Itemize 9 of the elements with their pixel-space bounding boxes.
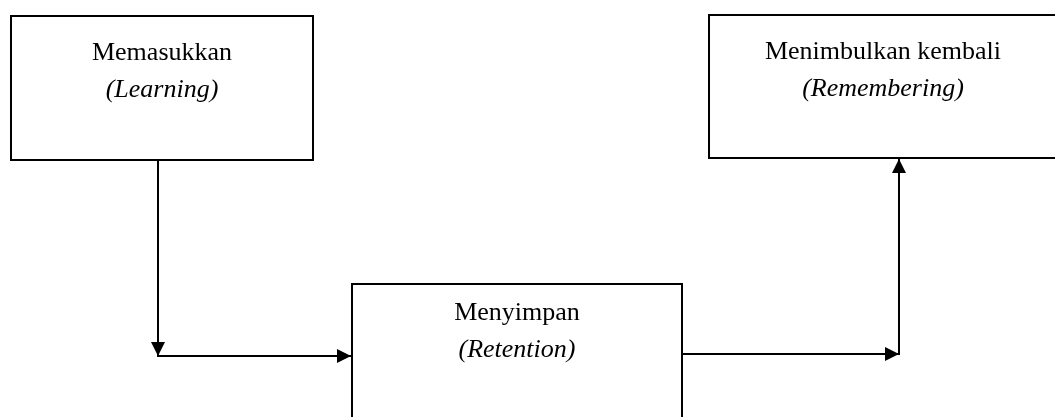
step-label: Memasukkan xyxy=(90,36,234,68)
step-label: Menimbulkan kembali xyxy=(763,35,1003,67)
process-box xyxy=(351,283,683,417)
step-subtitle: (Retention) xyxy=(457,333,577,365)
step-subtitle: (Learning) xyxy=(104,73,220,105)
step-subtitle: (Remembering) xyxy=(801,72,965,104)
step-label: Menyimpan xyxy=(453,296,581,328)
process-box xyxy=(708,14,1055,159)
process-box xyxy=(10,15,314,161)
